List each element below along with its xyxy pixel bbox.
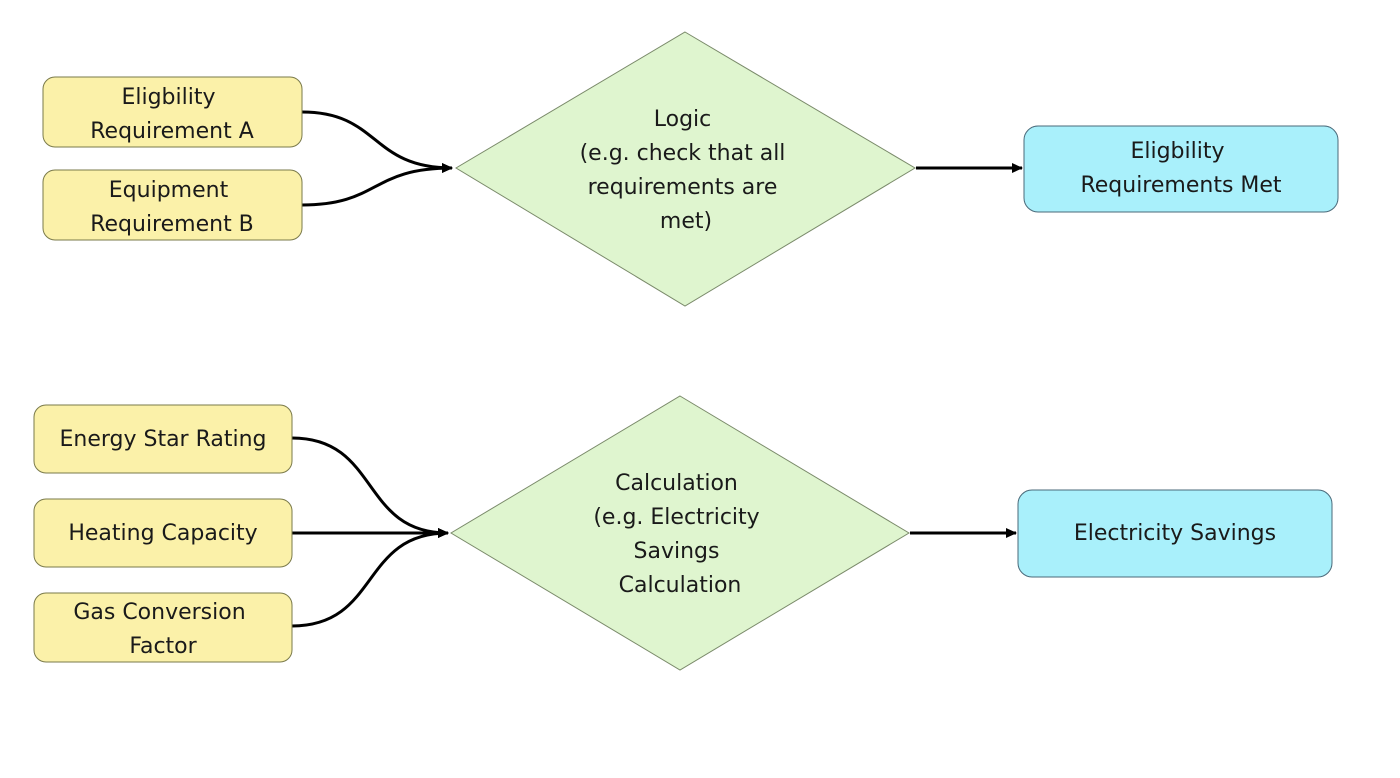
- input-gas-conversion-factor[interactable]: Gas Conversion Factor: [33, 592, 293, 663]
- input-heating-capacity[interactable]: Heating Capacity: [33, 498, 293, 568]
- connector-equipment-to-logic: [301, 163, 453, 207]
- output-electricity-savings[interactable]: Electricity Savings: [1017, 489, 1333, 578]
- process-calculation-diamond[interactable]: Calculation (e.g. Electricity Savings Ca…: [450, 395, 910, 671]
- process-label: Logic (e.g. check that all requirements …: [580, 107, 793, 234]
- input-label: Eligbility Requirement A: [90, 85, 254, 144]
- input-energy-star-rating[interactable]: Energy Star Rating: [33, 404, 293, 474]
- connector-eligibility-to-logic: [301, 110, 453, 173]
- connector-energy-star-to-calculation: [291, 436, 449, 538]
- bottom-flow: Energy Star Rating Heating Capacity Gas …: [33, 395, 1333, 671]
- input-label: Gas Conversion Factor: [73, 600, 252, 659]
- connector-gas-conversion-to-calculation: [291, 528, 449, 628]
- output-box: [1017, 489, 1333, 578]
- output-label: Eligbility Requirements Met: [1080, 139, 1281, 198]
- input-box: [33, 498, 293, 568]
- process-logic-diamond[interactable]: Logic (e.g. check that all requirements …: [455, 31, 916, 307]
- diamond-shape: [450, 395, 910, 671]
- input-eligibility-requirement-a[interactable]: Eligbility Requirement A: [42, 76, 303, 148]
- input-box: [33, 404, 293, 474]
- process-label: Calculation (e.g. Electricity Savings Ca…: [593, 471, 766, 598]
- output-box: [1023, 125, 1339, 213]
- input-equipment-requirement-b[interactable]: Equipment Requirement B: [42, 169, 303, 241]
- output-label: Electricity Savings: [1074, 521, 1276, 546]
- input-label: Heating Capacity: [68, 521, 257, 546]
- input-box: [42, 169, 303, 241]
- top-flow: Eligbility Requirement A Equipment Requi…: [42, 31, 1339, 307]
- diamond-shape: [455, 31, 916, 307]
- input-label: Equipment Requirement B: [90, 178, 254, 237]
- input-box: [33, 592, 293, 663]
- input-box: [42, 76, 303, 148]
- output-eligibility-requirements-met[interactable]: Eligbility Requirements Met: [1023, 125, 1339, 213]
- input-label: Energy Star Rating: [59, 427, 266, 452]
